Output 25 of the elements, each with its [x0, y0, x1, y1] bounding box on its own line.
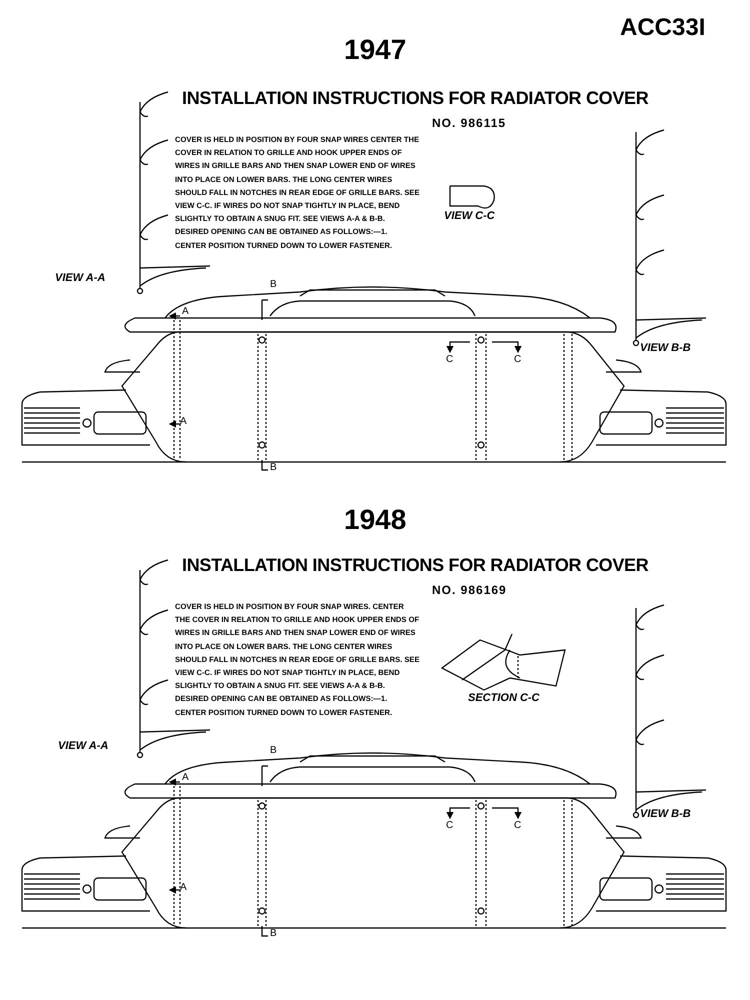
part-code: ACC33I	[620, 14, 706, 42]
section-letter: A	[180, 882, 187, 893]
view-caption: VIEW B-B	[640, 808, 691, 820]
section-letter: B	[270, 279, 277, 290]
view-caption: SECTION C-C	[468, 692, 540, 704]
section-letter: C	[514, 354, 522, 365]
section-letter: A	[182, 306, 189, 317]
heading: INSTALLATION INSTRUCTIONS FOR RADIATOR COVER	[182, 555, 648, 576]
section-letter: A	[180, 416, 187, 427]
section-letter: C	[514, 820, 522, 831]
year-heading: 1947	[344, 34, 406, 66]
section-letter: C	[446, 820, 454, 831]
view-caption: VIEW A-A	[55, 272, 106, 284]
section-letter: C	[446, 354, 454, 365]
section-letter: B	[270, 462, 277, 473]
view-caption: VIEW C-C	[444, 210, 495, 222]
section-letter: B	[270, 928, 277, 939]
year-heading: 1948	[344, 504, 406, 536]
part-number: NO. 986115	[432, 116, 506, 130]
view-caption: VIEW A-A	[58, 740, 108, 752]
heading: INSTALLATION INSTRUCTIONS FOR RADIATOR COVER	[182, 88, 648, 109]
part-number: NO. 986169	[432, 583, 507, 597]
section-letter: B	[270, 745, 277, 756]
section-letter: A	[182, 772, 189, 783]
view-caption: VIEW B-B	[640, 342, 691, 354]
